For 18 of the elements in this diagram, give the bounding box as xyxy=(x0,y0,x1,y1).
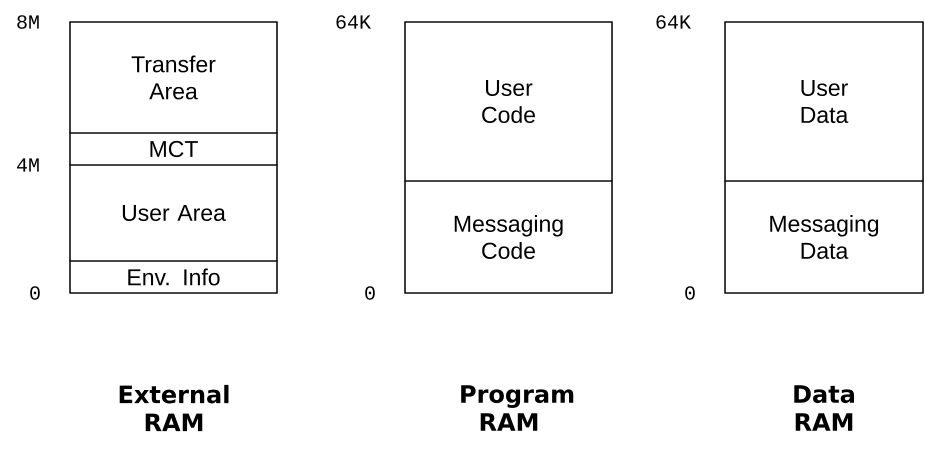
address-label: 8M xyxy=(17,15,39,29)
memory-region: MCT xyxy=(69,132,278,166)
address-label: 0 xyxy=(365,286,375,300)
memory-title: External RAM xyxy=(120,384,228,432)
memory-title: Data RAM xyxy=(794,385,854,431)
address-label: 64K xyxy=(656,15,691,29)
memory-region: Transfer Area xyxy=(69,21,278,134)
memory-region: Env. Info xyxy=(69,260,278,294)
memory-region: Messaging Data xyxy=(724,180,924,294)
memory-region: User Code xyxy=(404,21,613,182)
address-label: 64K xyxy=(336,15,371,29)
memory-region: Messaging Code xyxy=(404,180,613,294)
address-label: 4M xyxy=(17,158,39,172)
memory-region: User Area xyxy=(69,164,278,262)
address-label: 0 xyxy=(685,286,695,300)
address-label: 0 xyxy=(30,286,40,300)
memory-title: Program RAM xyxy=(461,385,574,431)
memory-region: User Data xyxy=(724,21,924,182)
